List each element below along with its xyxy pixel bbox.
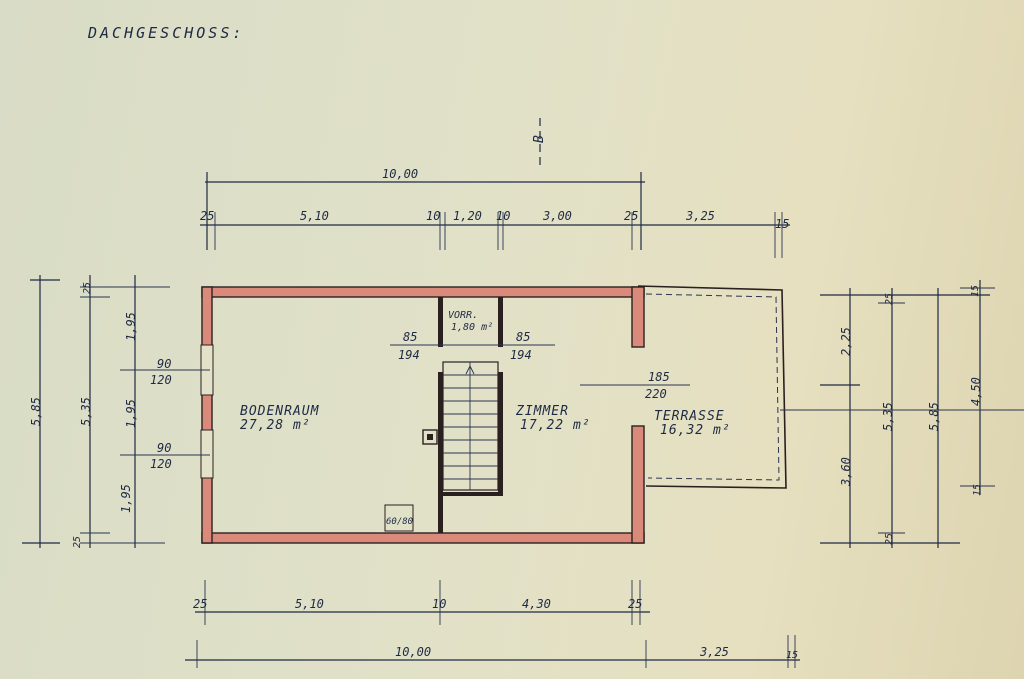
right-dim: 2,25 — [839, 327, 853, 356]
door-width: 185 — [648, 370, 670, 384]
room-name: BODENRAUM — [240, 404, 320, 419]
top-dim-seg: 25 — [624, 209, 638, 223]
bottom-terrace-dim: 3,25 — [699, 645, 729, 659]
right-wall-dim: 25 — [884, 293, 895, 305]
top-dim-seg: 3,25 — [685, 209, 715, 223]
left-total-dim: 5,85 — [29, 397, 43, 426]
bottom-end-dim: 15 — [786, 650, 798, 661]
top-total-dim: 10,00 — [382, 167, 418, 181]
right-wall-dim: 15 — [972, 484, 983, 496]
bottom-dim-seg: 10 — [432, 597, 446, 611]
room-name: VORR. — [448, 310, 478, 321]
exterior-walls — [201, 286, 645, 544]
room-area: 16,32 m² — [660, 423, 731, 438]
room-area: 27,28 m² — [240, 418, 311, 433]
door-height: 194 — [510, 348, 532, 362]
window-height: 120 — [150, 373, 172, 387]
top-dim-seg: 10 — [426, 209, 440, 223]
door-height: 194 — [398, 348, 420, 362]
interior-walls — [438, 297, 503, 533]
top-dim-seg: 25 — [200, 209, 214, 223]
top-dim-seg: 15 — [775, 217, 789, 231]
roof-hatch — [384, 504, 414, 532]
door-height: 220 — [645, 387, 667, 401]
right-dim: 5,35 — [881, 402, 895, 431]
left-inner-dim: 5,35 — [79, 397, 93, 426]
left-wall-dim: 25 — [82, 282, 93, 294]
hatch-label: 60/80 — [386, 517, 413, 527]
top-dim-seg: 10 — [496, 209, 510, 223]
bottom-dim-seg: 25 — [193, 597, 207, 611]
right-dim: 3,60 — [839, 457, 853, 487]
bottom-dim-seg: 5,10 — [295, 597, 324, 611]
room-name: TERRASSE — [654, 409, 725, 424]
room-area: 1,80 m² — [451, 322, 493, 333]
top-dim-seg: 5,10 — [300, 209, 329, 223]
chimney — [422, 429, 438, 445]
door-width: 85 — [516, 330, 530, 344]
room-name: ZIMMER — [515, 404, 569, 419]
bottom-dim-seg: 4,30 — [522, 597, 551, 611]
left-wall-dim: 25 — [72, 536, 83, 548]
window-width: 90 — [157, 441, 171, 455]
section-mark: B — [532, 134, 547, 143]
right-dim: 5,85 — [927, 402, 941, 431]
bottom-total-dim: 10,00 — [395, 645, 431, 659]
top-dim-seg: 3,00 — [542, 209, 572, 223]
left-part-dim: 1,95 — [124, 399, 138, 428]
terrace-outline — [637, 285, 787, 489]
top-dim-seg: 1,20 — [453, 209, 482, 223]
bottom-dim-seg: 25 — [628, 597, 642, 611]
window-width: 90 — [157, 357, 171, 371]
window — [200, 429, 214, 479]
right-wall-dim: 25 — [884, 533, 895, 545]
room-area: 17,22 m² — [520, 418, 591, 433]
left-part-dim: 1,95 — [119, 484, 133, 513]
left-part-dim: 1,95 — [124, 312, 138, 341]
staircase — [442, 361, 499, 491]
right-dim: 4,50 — [969, 377, 983, 406]
plan-title: DACHGESCHOSS: — [87, 24, 244, 42]
window-height: 120 — [150, 457, 172, 471]
door-width: 85 — [403, 330, 417, 344]
right-wall-dim: 15 — [970, 285, 981, 297]
